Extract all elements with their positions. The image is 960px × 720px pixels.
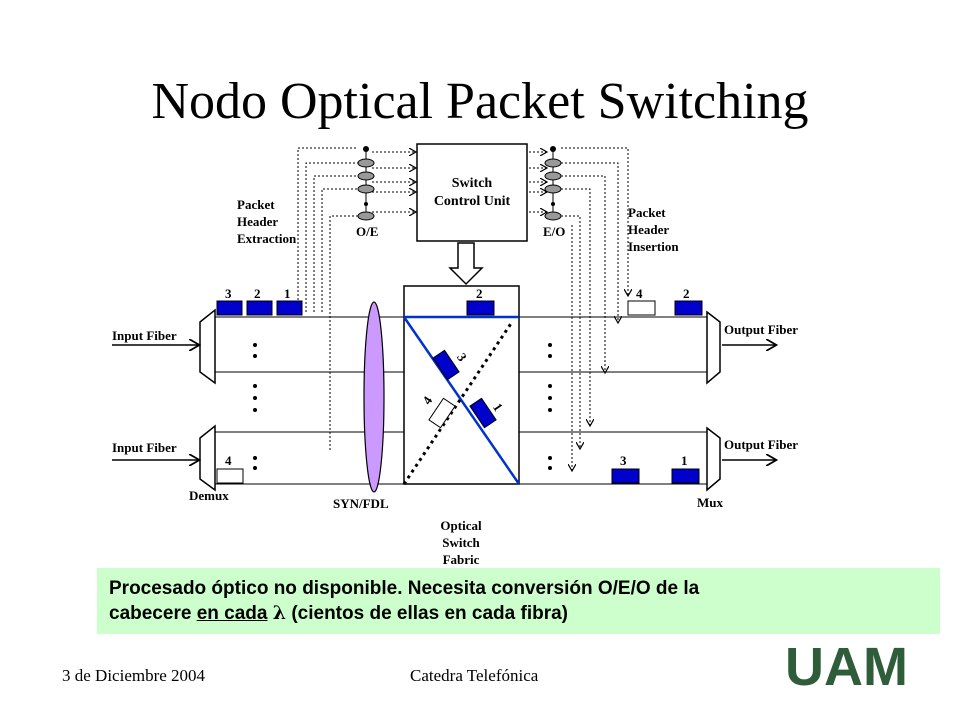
control-output-arrows (529, 152, 546, 212)
packet-header-extraction-3: Extraction (237, 231, 297, 246)
packet-header-insertion-3: Insertion (628, 239, 679, 254)
note-line-2: cabecere en cada λ (cientos de ellas en … (109, 601, 928, 626)
control-arrow (448, 242, 484, 286)
header-extraction-lines (297, 147, 358, 450)
demux-label: Demux (189, 488, 229, 503)
header-insertion-lines (561, 147, 628, 470)
demux-top (199, 308, 216, 385)
fabric-cross-line (402, 316, 521, 485)
packet (671, 468, 700, 484)
packet-unswitched (216, 468, 244, 484)
packet (276, 300, 303, 316)
note-line-1: Procesado óptico no disponible. Necesita… (109, 578, 700, 599)
footer-date: 3 de Diciembre 2004 (62, 666, 206, 685)
packet (611, 468, 640, 484)
packet-number: 2 (683, 286, 690, 301)
oe-label: O/E (356, 224, 378, 239)
oe-converter-stack (357, 146, 375, 221)
input-fiber-top-label: Input Fiber (112, 328, 177, 343)
note-line-2-start: cabecere (109, 603, 197, 624)
packet-header-insertion-2: Header (628, 222, 669, 237)
packet-number: 2 (476, 286, 483, 301)
switch-control-unit-box (416, 143, 528, 242)
packet-number: 1 (681, 453, 688, 468)
fabric-dotted-cross (402, 321, 514, 485)
packet (674, 300, 703, 316)
syn-fdl-lens (363, 301, 385, 493)
control-input-arrows (372, 152, 415, 212)
optical-switch-fabric-box (403, 285, 520, 485)
mux-bottom (706, 426, 721, 492)
packet-header-insertion-1: Packet (628, 205, 666, 220)
note-box: Procesado óptico no disponible. Necesita… (97, 568, 940, 634)
packet-header-extraction-2: Header (237, 214, 278, 229)
note-underlined: en cada (196, 603, 268, 624)
packet-unswitched (428, 397, 456, 429)
optical-switch-fabric-label-1: Optical (440, 518, 482, 533)
output-fiber-bottom-label: Output Fiber (724, 437, 798, 452)
packet-number: 4 (225, 453, 232, 468)
packet (216, 300, 243, 316)
packet (246, 300, 273, 316)
packet (432, 349, 460, 381)
optical-switch-fabric-label-2: Switch (442, 535, 480, 550)
note-line-2-end: (cientos de ellas en cada fibra) (286, 603, 568, 624)
packet-number: 4 (636, 286, 643, 301)
ellipsis-dots (253, 343, 552, 470)
input-fiber-bottom-label: Input Fiber (112, 440, 177, 455)
packet-number: 3 (620, 453, 627, 468)
output-fiber-top-label: Output Fiber (724, 322, 798, 337)
lambda-symbol: λ (272, 602, 287, 624)
optical-switch-fabric-label-3: Fabric (443, 552, 480, 567)
packet (466, 300, 495, 316)
uam-logo-text: UAM (785, 637, 908, 693)
packet-header-extraction-1: Packet (237, 197, 275, 212)
mux-top (706, 310, 721, 385)
packet-number: 3 (225, 286, 232, 301)
packet (469, 397, 497, 429)
uam-logo: UAM (785, 637, 908, 693)
switch-control-unit-label-2: Control Unit (434, 194, 511, 209)
eo-converter-stack (544, 146, 562, 221)
switch-control-unit-label-1: Switch (452, 176, 493, 191)
packet-number: 2 (254, 286, 261, 301)
packet-unswitched (627, 300, 656, 316)
mux-label: Mux (697, 495, 724, 510)
syn-fdl-label: SYN/FDL (333, 496, 389, 511)
packet-number: 1 (284, 286, 291, 301)
page-title: Nodo Optical Packet Switching (151, 73, 809, 130)
demux-bottom (199, 424, 216, 492)
eo-label: E/O (543, 224, 565, 239)
footer-center: Catedra Telefónica (410, 666, 539, 685)
packets-input-top (216, 300, 303, 316)
